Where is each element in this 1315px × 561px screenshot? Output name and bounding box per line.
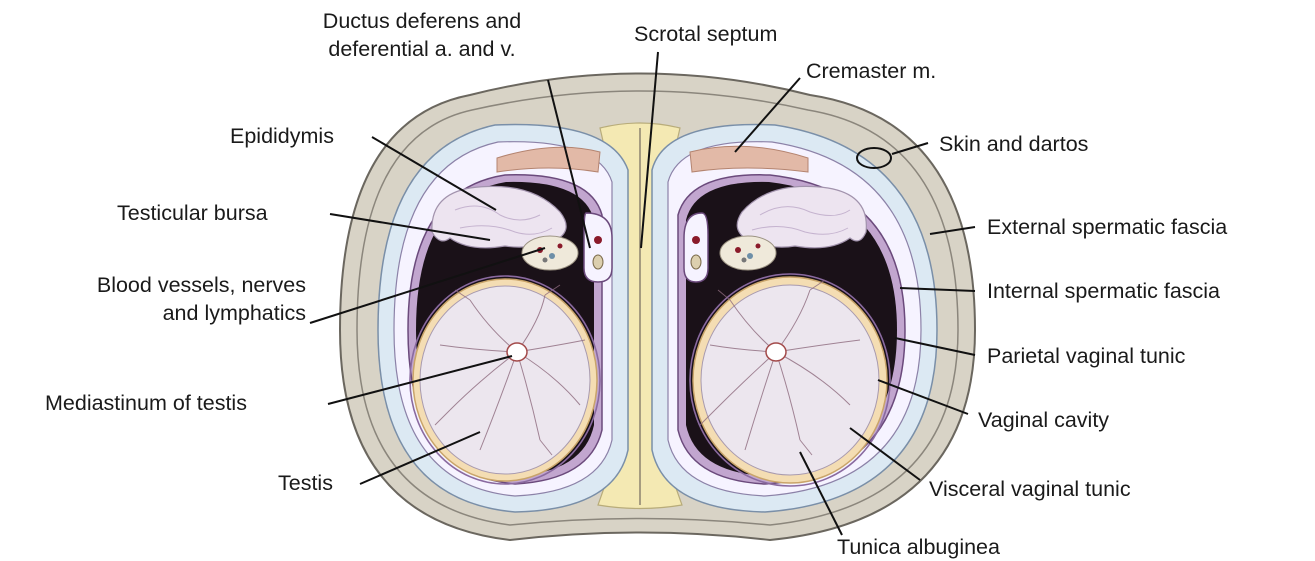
label-visceral-vaginal-tunic: Visceral vaginal tunic xyxy=(929,475,1131,503)
left-mediastinum-testis xyxy=(507,343,527,361)
label-internal-spermatic-fascia: Internal spermatic fascia xyxy=(987,277,1220,305)
right-vascular-pedicle xyxy=(720,236,776,270)
label-skin-and-dartos: Skin and dartos xyxy=(939,130,1088,158)
label-cremaster: Cremaster m. xyxy=(806,57,936,85)
right-testis xyxy=(701,285,879,475)
label-parietal-vaginal-tunic: Parietal vaginal tunic xyxy=(987,342,1185,370)
label-external-spermatic-fascia: External spermatic fascia xyxy=(987,213,1227,241)
label-vaginal-cavity: Vaginal cavity xyxy=(978,406,1109,434)
label-testis: Testis xyxy=(278,469,333,497)
label-tunica-albuginea: Tunica albuginea xyxy=(837,533,1000,561)
label-blood-vessels: Blood vessels, nerves and lymphatics xyxy=(20,271,306,327)
left-compartment xyxy=(378,125,628,512)
left-ductus-deferens xyxy=(584,213,612,282)
label-mediastinum-of-testis: Mediastinum of testis xyxy=(45,389,247,417)
label-testicular-bursa: Testicular bursa xyxy=(117,199,268,227)
right-mediastinum-testis xyxy=(766,343,786,361)
left-testis xyxy=(420,286,590,474)
label-epididymis: Epididymis xyxy=(230,122,334,150)
right-ductus-deferens xyxy=(684,213,708,282)
label-scrotal-septum: Scrotal septum xyxy=(634,20,777,48)
label-ductus-deferens: Ductus deferens and deferential a. and v… xyxy=(272,7,572,63)
